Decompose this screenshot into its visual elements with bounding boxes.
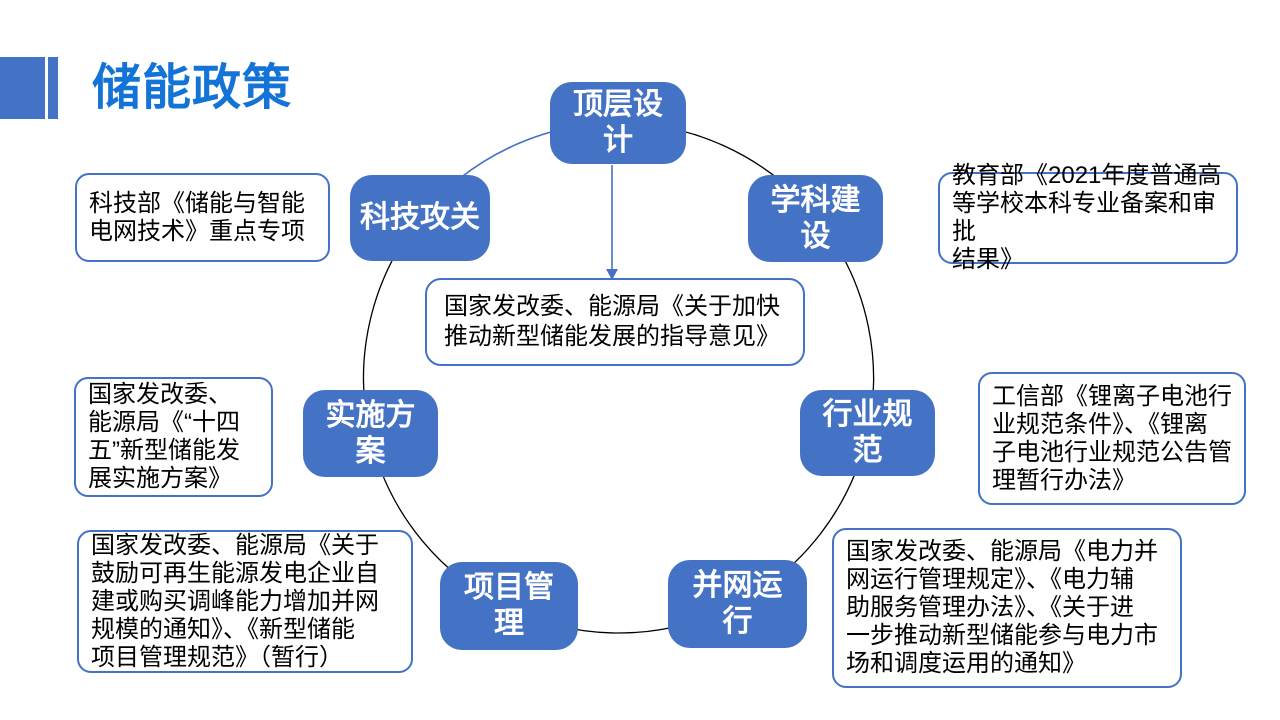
- title-accent-bar: [48, 57, 58, 119]
- node-industry-standards: 行业规 范: [800, 390, 935, 476]
- callout-text: 科技部《储能与智能 电网技术》重点专项: [89, 189, 305, 245]
- callout-education-ministry: 教育部《2021年度普通高 等学校本科专业备案和审批 结果》: [938, 162, 1238, 273]
- callout-text: 国家发改委、能源局《电力并 网运行管理规定》、《电力辅 助服务管理办法》、《关于…: [846, 538, 1158, 677]
- node-top-level-design: 顶层设 计: [550, 82, 686, 164]
- node-implementation-plan: 实施方 案: [303, 390, 438, 477]
- node-label: 项目管 理: [464, 571, 554, 640]
- node-grid-operation: 并网运 行: [668, 560, 807, 648]
- node-label: 科技攻关: [360, 201, 480, 234]
- node-label: 实施方 案: [325, 398, 416, 468]
- node-label: 顶层设 计: [573, 88, 663, 157]
- node-discipline-construction: 学科建 设: [748, 175, 883, 262]
- callout-text: 工信部《锂离子电池行 业规范条件》、《锂离 子电池行业规范公告管 理暂行办法》: [992, 382, 1232, 494]
- center-policy-note: 国家发改委、能源局《关于加快 推动新型储能发展的指导意见》: [425, 278, 805, 366]
- callout-text: 教育部《2021年度普通高 等学校本科专业备案和审批 结果》: [952, 162, 1222, 273]
- callout-miit-battery-standards: 工信部《锂离子电池行 业规范条件》、《锂离 子电池行业规范公告管 理暂行办法》: [978, 372, 1246, 505]
- callout-text: 国家发改委、能源局《关于 鼓励可再生能源发电企业自 建或购买调峰能力增加并网 规…: [91, 531, 379, 671]
- callout-grid-operation-policies: 国家发改委、能源局《电力并 网运行管理规定》、《电力辅 助服务管理办法》、《关于…: [832, 528, 1182, 688]
- callout-ndrc-14th-five-year-plan: 国家发改委、 能源局《“十四 五”新型储能发 展实施方案》: [74, 377, 273, 497]
- node-tech-research: 科技攻关: [350, 175, 490, 261]
- connector-arrow-head: [606, 269, 618, 280]
- callout-project-management-policies: 国家发改委、能源局《关于 鼓励可再生能源发电企业自 建或购买调峰能力增加并网 规…: [77, 530, 413, 673]
- node-label: 行业规 范: [822, 398, 913, 467]
- page-title: 储能政策: [92, 61, 293, 115]
- title-accent-square: [0, 57, 45, 119]
- node-label: 并网运 行: [692, 569, 783, 638]
- node-label: 学科建 设: [770, 183, 861, 253]
- callout-text: 国家发改委、 能源局《“十四 五”新型储能发 展实施方案》: [88, 381, 240, 492]
- callout-tech-ministry: 科技部《储能与智能 电网技术》重点专项: [75, 173, 330, 262]
- node-project-management: 项目管 理: [440, 562, 578, 650]
- center-policy-note-text: 国家发改委、能源局《关于加快 推动新型储能发展的指导意见》: [444, 293, 780, 350]
